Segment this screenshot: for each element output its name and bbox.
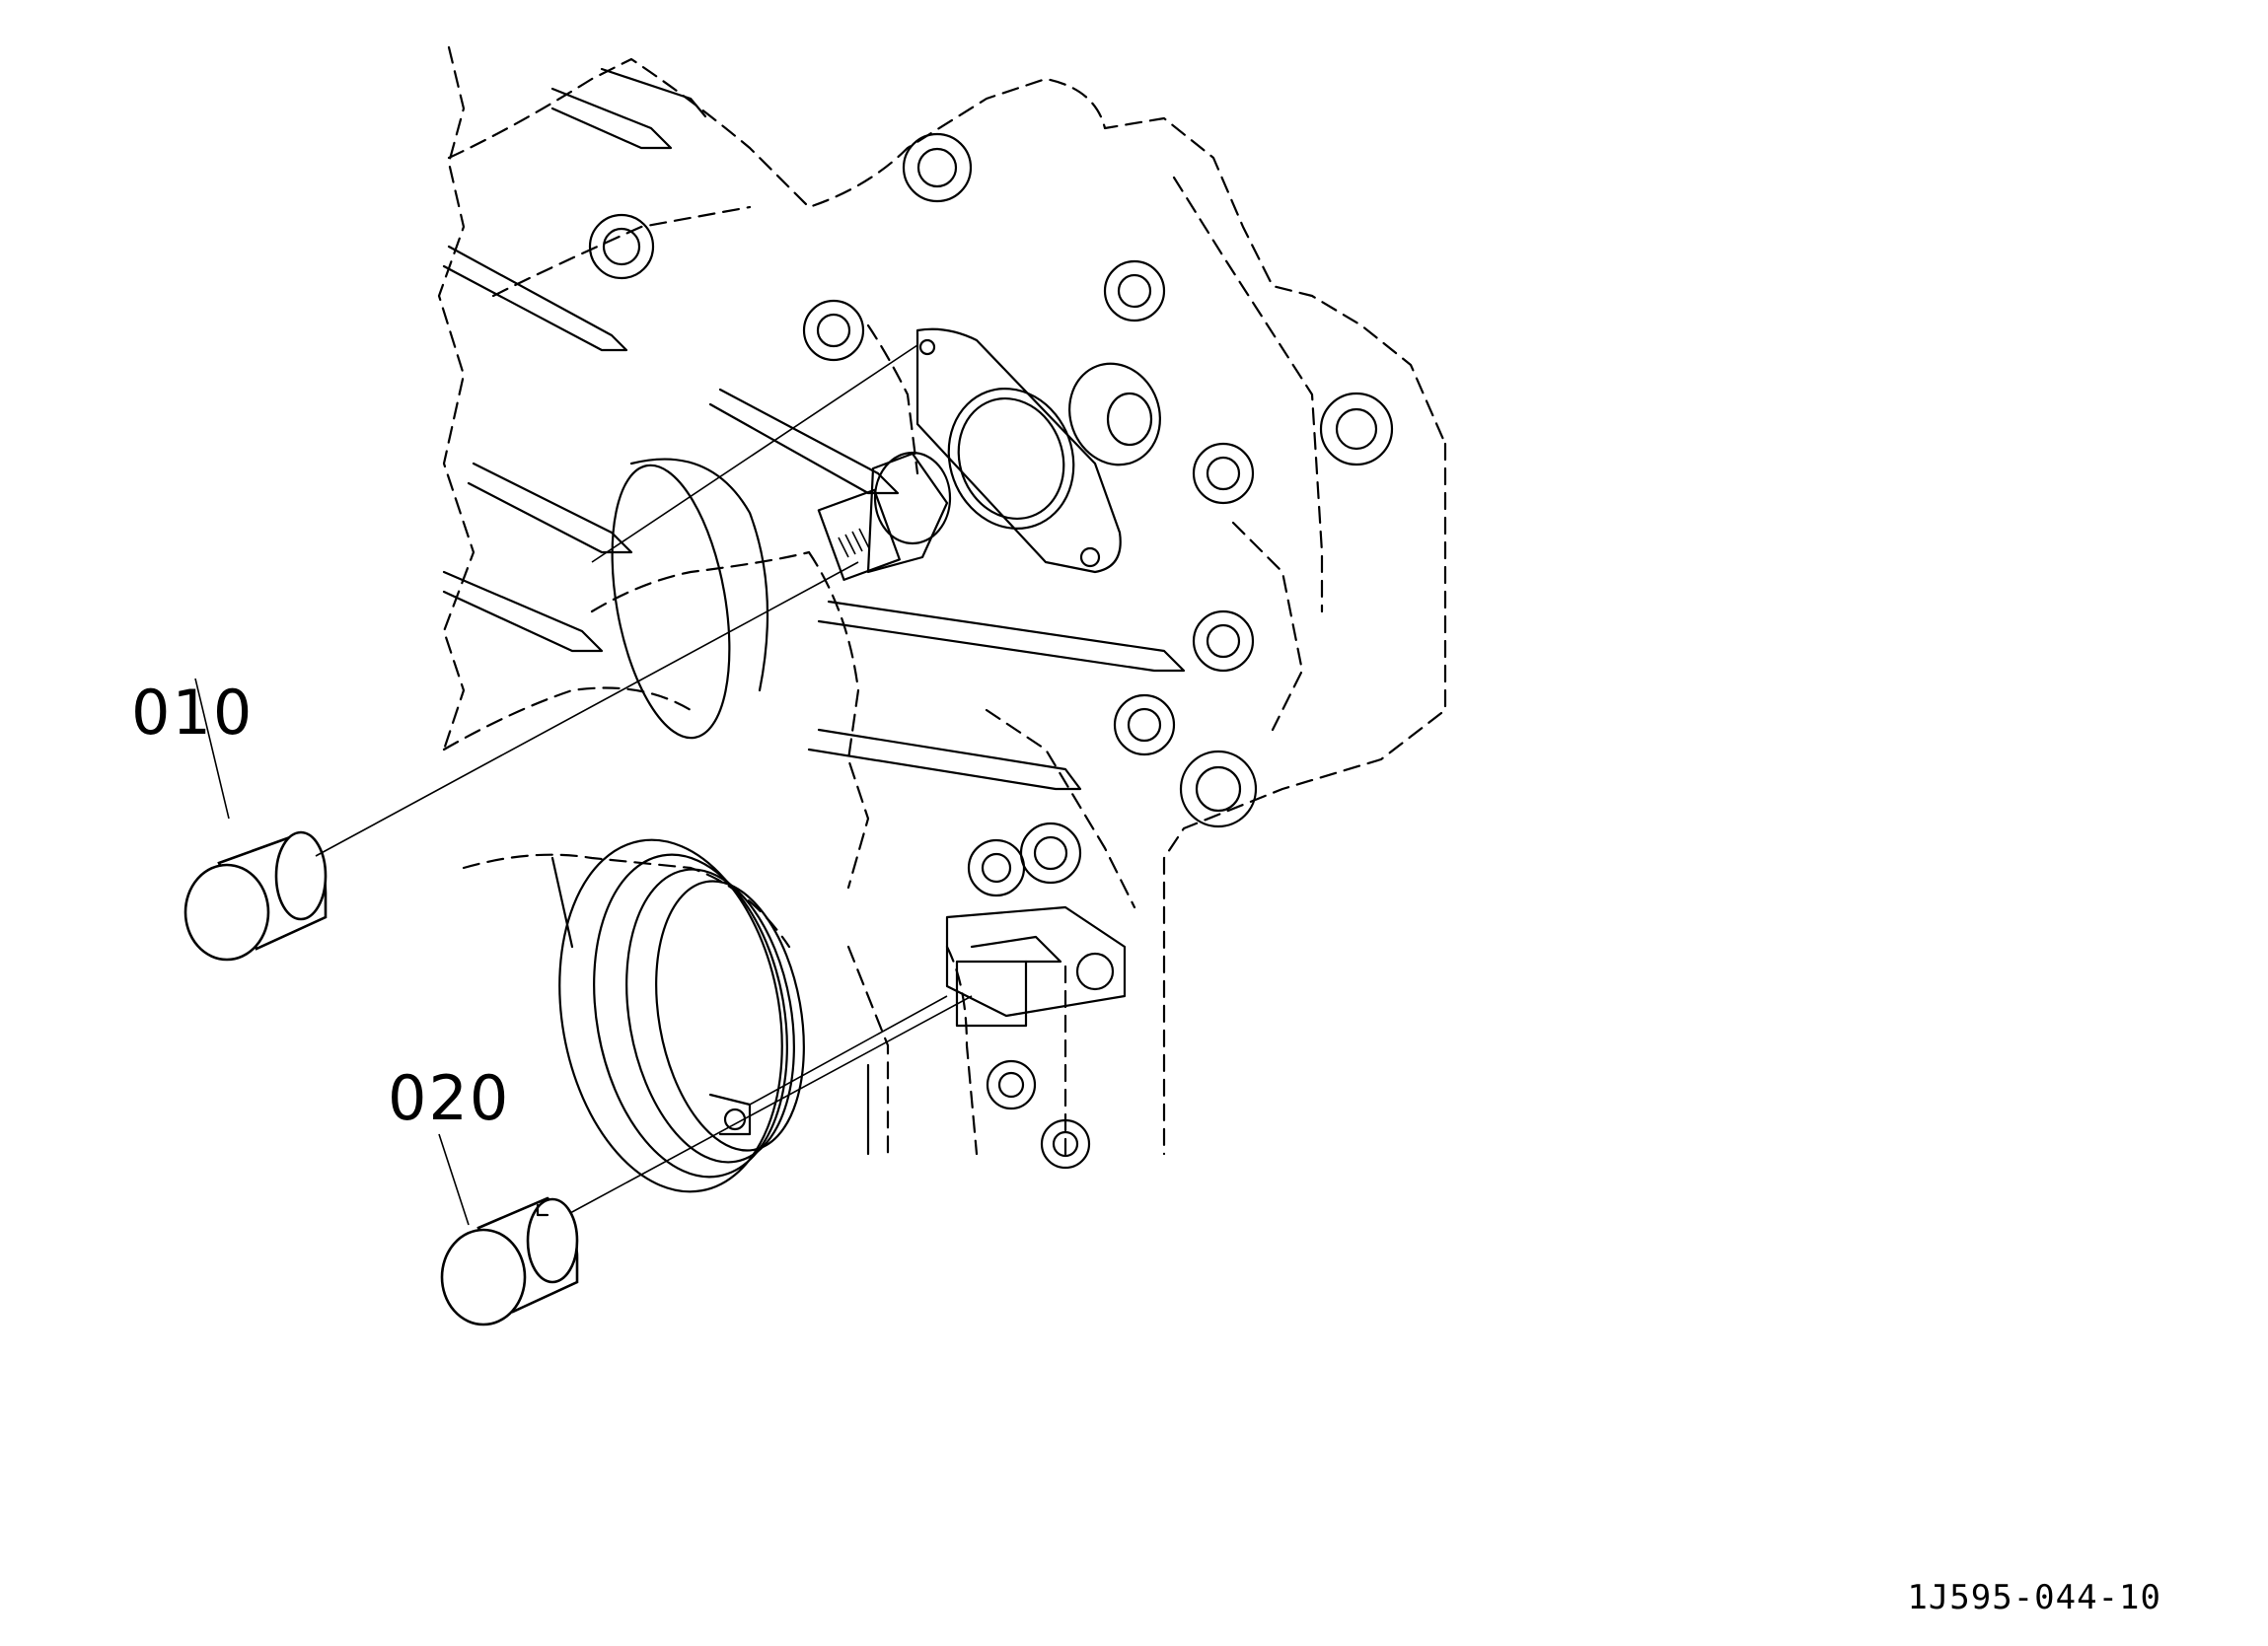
- cap-020: [438, 1133, 579, 1326]
- lower-sensor: [945, 905, 1127, 1028]
- callout-label-020: 020: [388, 1062, 511, 1134]
- assembly-leader-lines: [315, 344, 973, 1214]
- bolt-bosses: [588, 132, 1394, 1170]
- cap-010: [183, 678, 328, 962]
- drawing-number: 1J595-044-10: [1907, 1578, 2161, 1617]
- engine-housing: [437, 45, 1447, 1156]
- housing-ribs: [442, 67, 1186, 791]
- upper-sensor-mount: [915, 327, 1161, 574]
- callout-label-010: 010: [131, 677, 255, 749]
- housing-ring: [550, 458, 870, 1193]
- upper-sensor: [817, 451, 952, 581]
